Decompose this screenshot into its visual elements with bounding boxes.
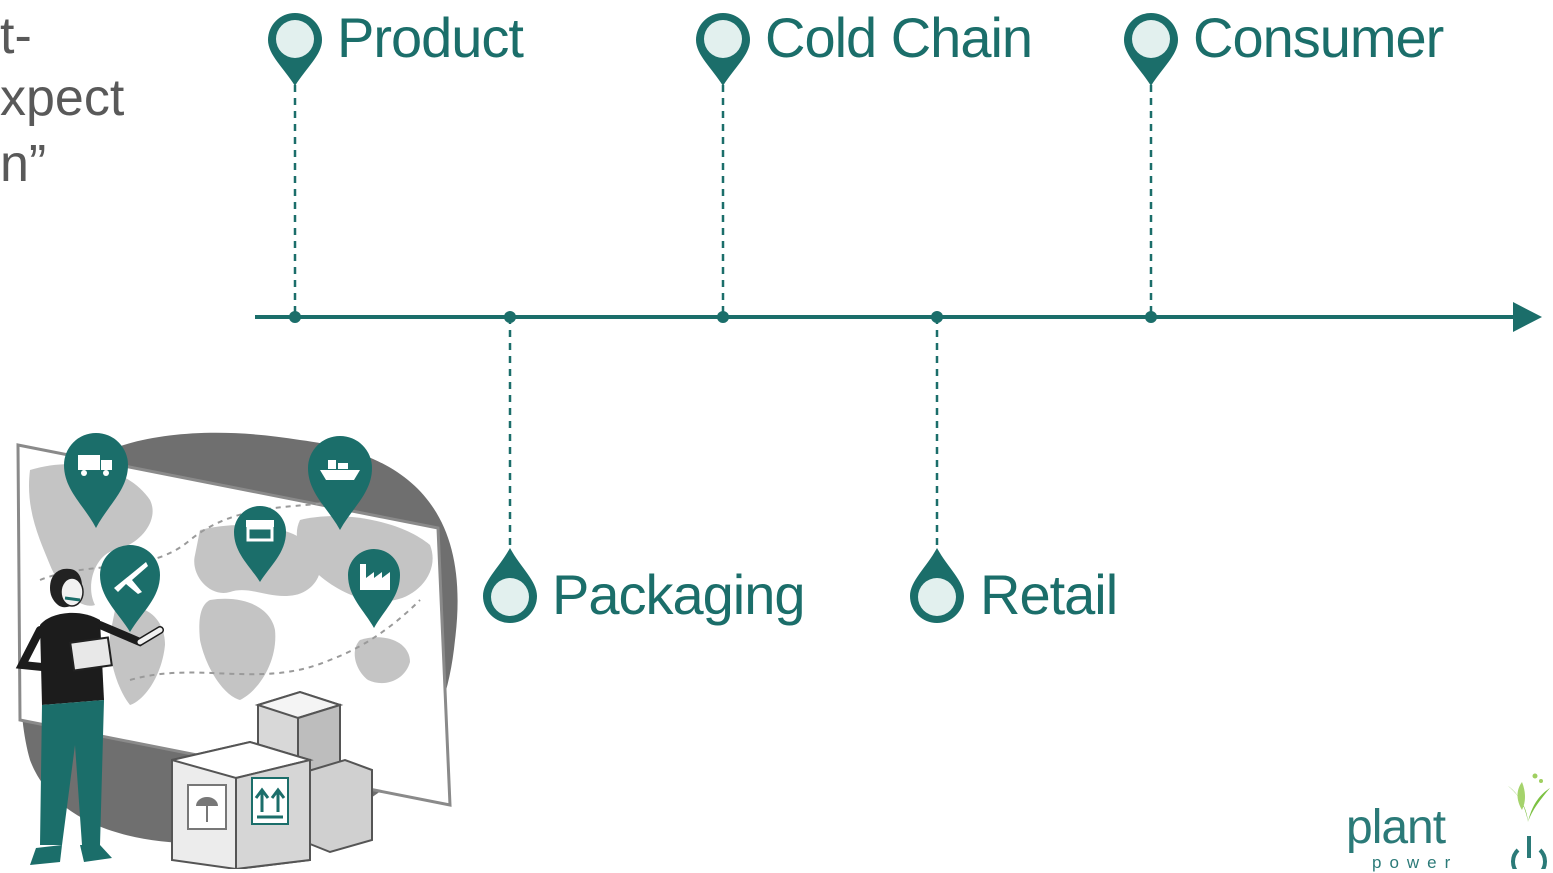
pin-icon-cold-chain	[696, 13, 750, 86]
milestone-label-retail: Retail	[980, 563, 1118, 626]
pin-icon-retail	[910, 548, 964, 623]
axis-dot-consumer	[1145, 311, 1157, 323]
text-fragment-1: t-	[0, 7, 32, 65]
milestone-label-packaging: Packaging	[552, 563, 806, 626]
factory-icon	[348, 549, 400, 628]
axis-dot-cold-chain	[717, 311, 729, 323]
timeline-arrowhead	[1513, 302, 1542, 332]
text-fragment-3: n”	[0, 135, 47, 193]
milestone-label-product: Product	[337, 6, 524, 69]
plane-icon	[100, 545, 160, 632]
truck-icon	[64, 433, 128, 528]
text-fragment-2: xpect	[0, 69, 125, 127]
logo-word: plant	[1346, 801, 1446, 854]
milestone-label-consumer: Consumer	[1193, 6, 1444, 69]
person-figure	[15, 568, 164, 865]
boxes	[171, 690, 373, 869]
supply-chain-illustration	[15, 432, 458, 869]
milestone-label-cold-chain: Cold Chain	[765, 6, 1033, 69]
pin-icon-consumer	[1124, 13, 1178, 86]
pin-icon-product	[268, 13, 322, 86]
pin-icon-packaging	[483, 548, 537, 623]
axis-dot-product	[289, 311, 301, 323]
logo-leaf-icon	[1508, 773, 1550, 869]
axis-dot-packaging	[504, 311, 516, 323]
ship-icon	[308, 436, 372, 530]
logo-subword: power	[1372, 853, 1459, 872]
store-icon	[234, 506, 286, 582]
axis-dot-retail	[931, 311, 943, 323]
